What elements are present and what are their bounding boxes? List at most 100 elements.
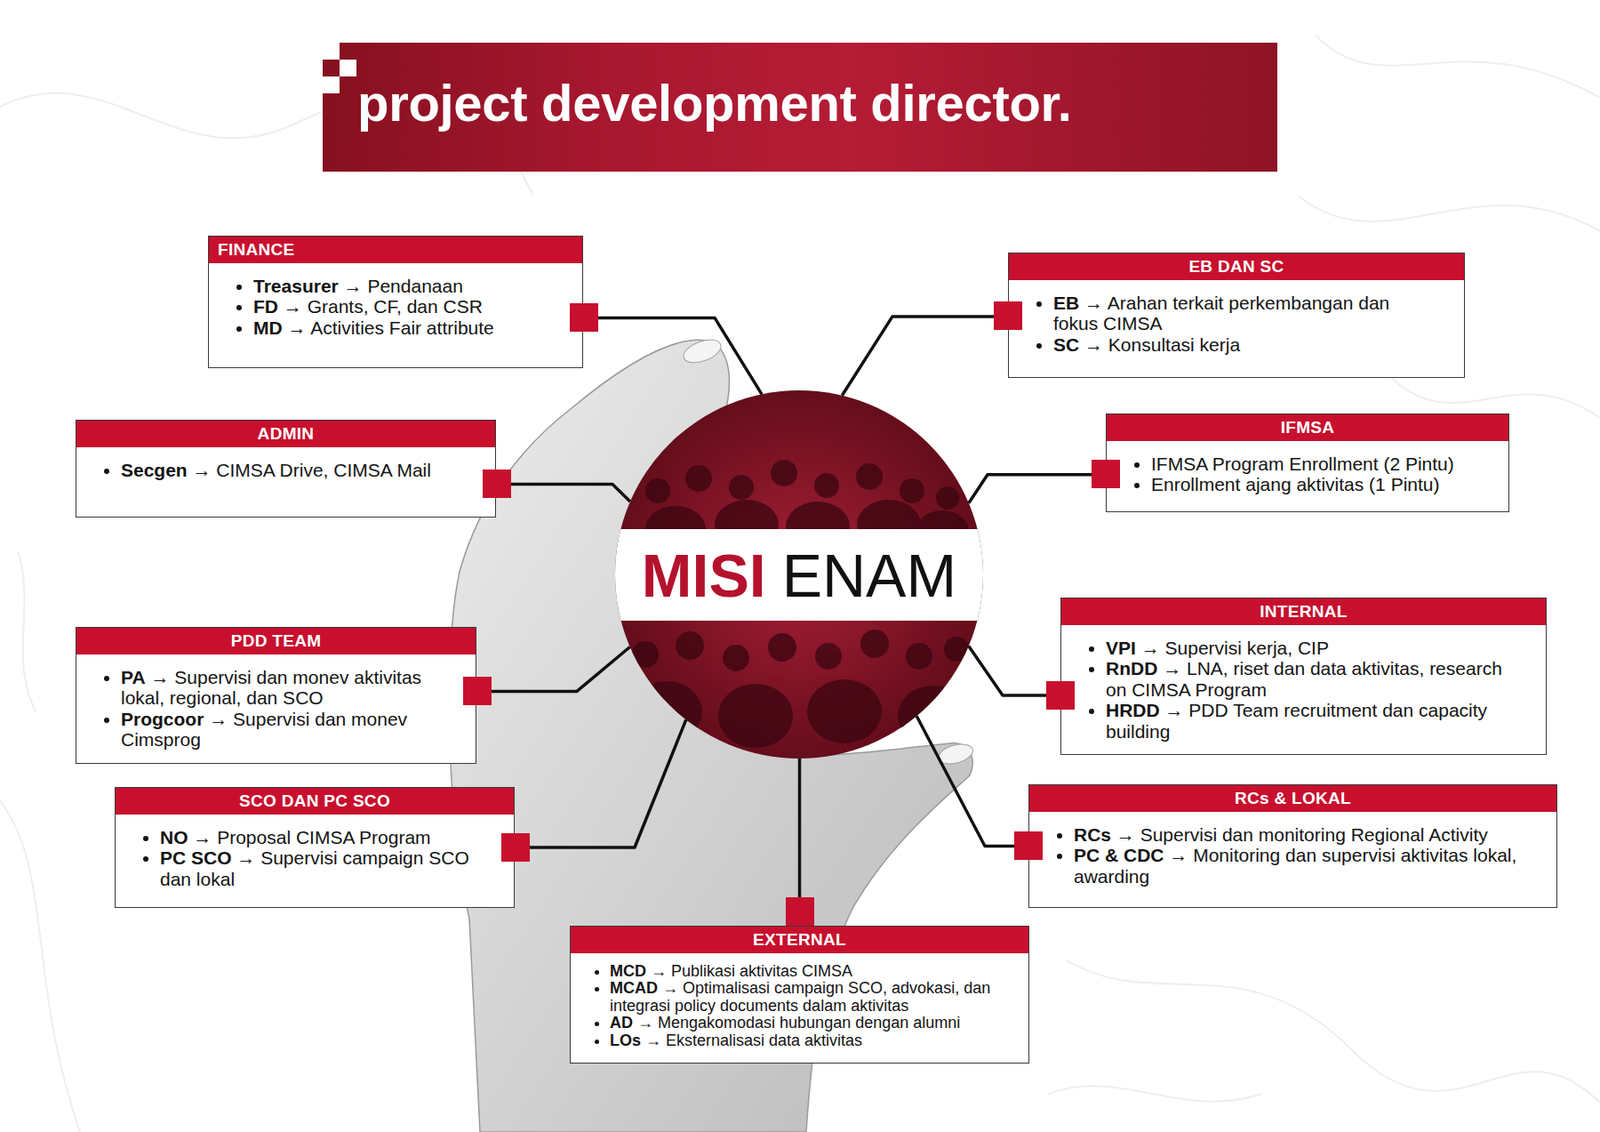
connector-square xyxy=(482,469,512,498)
crowd-head xyxy=(770,459,798,487)
role-term: PC SCO xyxy=(160,847,232,868)
circle-text: MISI xyxy=(641,544,767,606)
connector-line xyxy=(798,758,802,897)
info-box: RCs & LOKAL RCs → Supervisi dan monitorin… xyxy=(1028,784,1558,908)
crowd-head xyxy=(675,631,704,660)
info-box: ADMIN Secgen → CIMSA Drive, CIMSA Mail xyxy=(75,419,496,518)
list-item: RnDD → LNA, riset dan data aktivitas, re… xyxy=(1105,657,1520,700)
connector-square xyxy=(501,832,530,862)
role-term: HRDD xyxy=(1105,699,1160,720)
connector-square xyxy=(1046,680,1075,710)
box-heading: ADMIN xyxy=(76,420,496,448)
info-box: INTERNALVPI → Supervisi kerja, CIPRnDD →… xyxy=(1060,597,1547,755)
crowd-head xyxy=(728,474,754,500)
crowd-body xyxy=(807,679,882,744)
wave-line xyxy=(1048,1085,1263,1101)
role-term: EB xyxy=(1053,292,1080,313)
role-term: Secgen xyxy=(120,459,188,480)
connector-line xyxy=(841,316,994,396)
crowd-head xyxy=(936,486,960,510)
connector-square xyxy=(1014,831,1043,860)
wave-line xyxy=(0,800,80,1132)
role-term: FD xyxy=(253,296,279,317)
info-box: FINANCETreasurer → PendanaanFD → Grants,… xyxy=(208,235,584,368)
box-heading: INTERNAL xyxy=(1061,598,1546,625)
list-item: AD → Mengakomodasi hubungan dengan alumn… xyxy=(609,1014,1009,1032)
box-heading: IFMSA xyxy=(1106,414,1509,441)
role-term: RnDD xyxy=(1105,657,1158,679)
list-item: IFMSA Program Enrollment (2 Pintu) xyxy=(1151,453,1482,475)
role-term: AD xyxy=(609,1013,633,1032)
box-list: RCs → Supervisi dan monitoring Regional … xyxy=(1029,811,1557,900)
pixel-square xyxy=(322,76,340,94)
box-list: Treasurer → PendanaanFD → Grants, CF, da… xyxy=(208,263,583,352)
list-item: SC → Konsultasi kerja xyxy=(1053,334,1438,356)
connector-square xyxy=(463,676,492,705)
list-item: Secgen → CIMSA Drive, CIMSA Mail xyxy=(120,459,469,481)
info-box: SCO DAN PC SCONO → Proposal CIMSA Progra… xyxy=(114,786,515,908)
list-item: LOs → Eksternalisasi data aktivitas xyxy=(609,1032,1009,1049)
list-item: EB → Arahan terkait perkembangan dan fok… xyxy=(1053,292,1438,335)
connector-square xyxy=(569,303,599,332)
crowd-head xyxy=(905,642,933,670)
list-item: PC SCO → Supervisi campaign SCO dan loka… xyxy=(160,847,488,889)
list-item: PA → Supervisi dan monev aktivitas lokal… xyxy=(120,666,449,709)
title-banner: project development director. xyxy=(322,42,1278,172)
role-term: SC xyxy=(1053,334,1080,355)
central-circle: MISIENAM xyxy=(615,390,984,759)
box-heading: EB DAN SC xyxy=(1008,253,1464,280)
crowd-head xyxy=(899,478,925,504)
connector-line xyxy=(916,715,1015,846)
role-term: Treasurer xyxy=(253,275,339,296)
connector-line xyxy=(968,474,1092,504)
title-text: project development director. xyxy=(357,76,1072,131)
role-term: Progcoor xyxy=(120,708,204,729)
connector-line xyxy=(968,646,1047,696)
pixel-square xyxy=(339,59,357,77)
box-list: EB → Arahan terkait perkembangan dan fok… xyxy=(1008,280,1464,368)
role-term: NO xyxy=(160,826,189,848)
connector-square xyxy=(1091,459,1120,488)
box-heading: EXTERNAL xyxy=(570,926,1029,953)
pixel-square xyxy=(322,42,340,60)
wave-line xyxy=(1386,373,1600,418)
list-item: MD → Activities Fair attribute xyxy=(253,317,556,339)
box-list: IFMSA Program Enrollment (2 Pintu)Enroll… xyxy=(1106,440,1509,508)
crowd-head xyxy=(632,640,659,668)
wave-line xyxy=(1066,960,1600,1103)
role-term: MD xyxy=(253,317,283,338)
crowd-head xyxy=(645,478,671,504)
box-list: MCD → Publikasi aktivitas CIMSAMCAD → Op… xyxy=(570,952,1029,1059)
crowd-head xyxy=(685,464,712,492)
box-heading: RCs & LOKAL xyxy=(1029,784,1557,812)
list-item: VPI → Supervisi kerja, CIP xyxy=(1105,637,1520,659)
role-term: MCAD xyxy=(609,978,658,997)
role-term: MCD xyxy=(609,961,647,980)
crowd-head xyxy=(768,632,797,662)
list-item: Progcoor → Supervisi dan monev Cimsprog xyxy=(120,708,449,751)
list-item: HRDD → PDD Team recruitment dan capacity… xyxy=(1105,699,1520,742)
box-list: VPI → Supervisi kerja, CIPRnDD → LNA, ri… xyxy=(1061,624,1546,755)
box-heading: FINANCE xyxy=(208,236,583,264)
connector-square xyxy=(785,896,815,926)
list-item: RCs → Supervisi dan monitoring Regional … xyxy=(1073,824,1530,846)
crowd-head xyxy=(860,629,889,658)
role-term: VPI xyxy=(1105,637,1136,658)
crowd-head xyxy=(815,642,842,670)
crowd-head xyxy=(856,463,883,490)
list-item: MCD → Publikasi aktivitas CIMSA xyxy=(609,962,1009,980)
connector-square xyxy=(993,301,1023,330)
thumb-nail xyxy=(680,335,725,368)
wave-line xyxy=(1297,195,1600,232)
crowd-head xyxy=(722,644,750,672)
photo-disc xyxy=(615,390,984,759)
list-item: NO → Proposal CIMSA Program xyxy=(160,826,488,848)
box-list: PA → Supervisi dan monev aktivitas lokal… xyxy=(76,654,476,763)
connector-line xyxy=(528,719,687,848)
crowd-head xyxy=(944,636,969,662)
role-term: PA xyxy=(120,666,146,688)
wave-line xyxy=(17,551,36,712)
crowd-body xyxy=(718,683,793,748)
crowd-body xyxy=(631,680,703,742)
